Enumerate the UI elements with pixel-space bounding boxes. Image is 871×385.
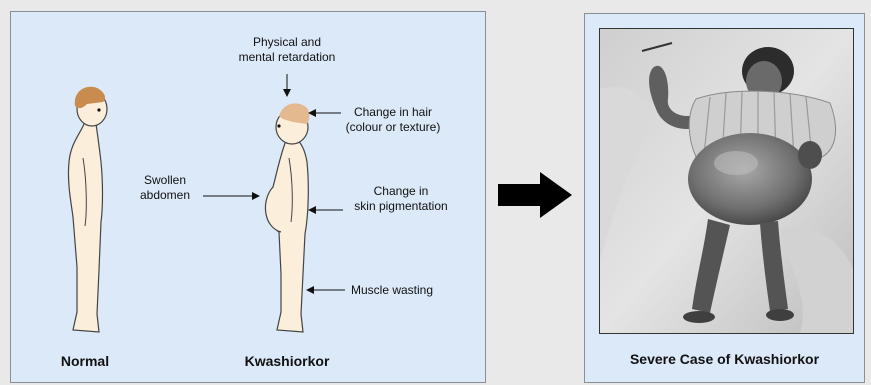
normal-figure: [68, 87, 107, 332]
hair-label-line1: Change in hair: [354, 105, 432, 119]
retardation-label-line1: Physical and: [253, 35, 321, 49]
photo-panel: Severe Case of Kwashiorkor: [584, 13, 865, 383]
retardation-label-line2: mental retardation: [239, 50, 336, 64]
hair-label-line2: (colour or texture): [346, 120, 441, 134]
kwashiorkor-caption: Kwashiorkor: [245, 353, 330, 369]
right-arrow-icon: [498, 172, 574, 218]
kwashiorkor-diagram: Physical and mental retardation Change i…: [11, 12, 487, 384]
kwashiorkor-photo: [599, 28, 854, 334]
skin-label-line1: Change in: [374, 184, 429, 198]
skin-label-line2: skin pigmentation: [354, 199, 447, 213]
abdomen-label-line1: Swollen: [144, 173, 186, 187]
diagram-panel: Physical and mental retardation Change i…: [10, 11, 486, 383]
kwashiorkor-figure: [265, 103, 309, 332]
photo-caption: Severe Case of Kwashiorkor: [585, 351, 864, 367]
normal-caption: Normal: [61, 353, 109, 369]
muscle-label: Muscle wasting: [351, 283, 433, 297]
abdomen-label-line2: abdomen: [140, 188, 190, 202]
